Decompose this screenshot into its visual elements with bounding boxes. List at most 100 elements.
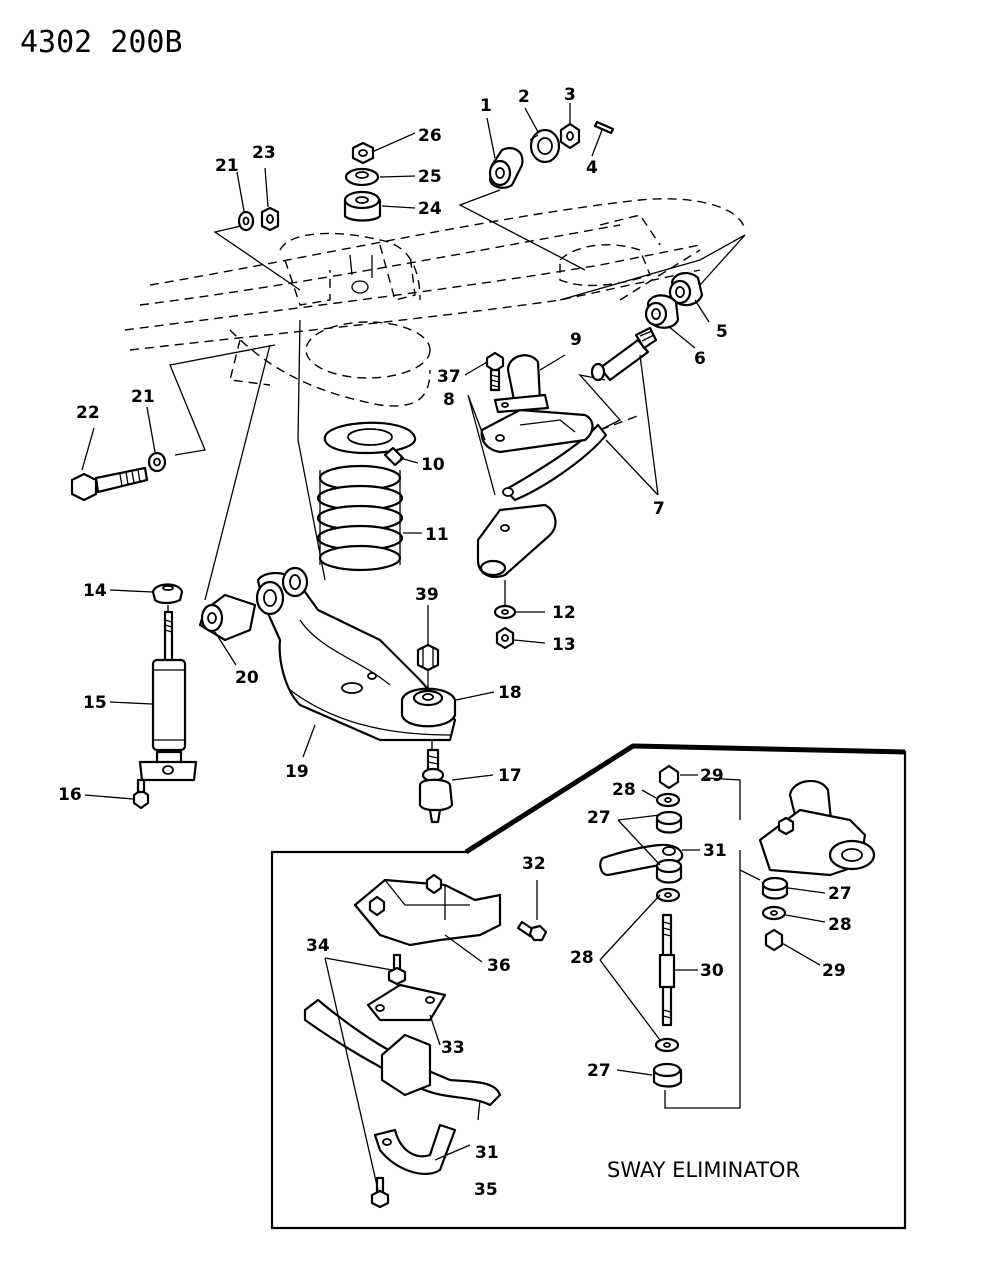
part-34-bolt-lower [370, 1176, 390, 1209]
callout-2: 2 [518, 87, 530, 107]
callout-11: 11 [425, 525, 449, 545]
callout-18: 18 [498, 683, 522, 703]
callout-labels: 1 2 3 4 5 6 7 8 9 10 11 12 13 14 15 16 1… [58, 85, 852, 1200]
part-17-ball-joint [418, 748, 454, 824]
callout-32: 32 [522, 854, 546, 874]
part-14-grommet [151, 583, 184, 605]
part-4-pin [593, 120, 615, 135]
part-21-washer-top [237, 210, 255, 232]
callout-31-bar: 31 [475, 1143, 499, 1163]
callout-36: 36 [487, 956, 511, 976]
inset-caption: SWAY ELIMINATOR [607, 1158, 800, 1182]
callout-39: 39 [415, 585, 439, 605]
part-24-bushing [343, 190, 382, 222]
part-34-bolt-upper [387, 953, 407, 986]
part-15-shock-absorber [138, 610, 198, 782]
callout-22: 22 [76, 403, 100, 423]
callout-15: 15 [83, 693, 107, 713]
part-32-bolt [516, 920, 548, 942]
callout-19: 19 [285, 762, 309, 782]
part-28-washer-low [654, 1037, 680, 1053]
part-21-washer-bolt [147, 451, 167, 473]
callout-6: 6 [694, 349, 706, 369]
top-leader-lines [81, 103, 710, 800]
callout-35: 35 [474, 1180, 498, 1200]
callout-26: 26 [418, 126, 442, 146]
part-11-coil-spring [316, 464, 404, 572]
callout-33: 33 [441, 1038, 465, 1058]
part-8-bracket-lower [476, 503, 557, 578]
part-28-washer-top [655, 792, 681, 808]
callout-29-right: 29 [822, 961, 846, 981]
callout-13: 13 [552, 635, 576, 655]
part-27-bushing-right [761, 876, 789, 900]
callout-30: 30 [700, 961, 724, 981]
callout-34: 34 [306, 936, 330, 956]
callout-9: 9 [570, 330, 582, 350]
callout-37: 37 [437, 367, 461, 387]
part-13-nut [495, 626, 515, 650]
callout-17: 17 [498, 766, 522, 786]
part-31-sway-bar [303, 998, 502, 1107]
callout-28-top: 28 [612, 780, 636, 800]
callout-3: 3 [564, 85, 576, 105]
part-23-nut [260, 206, 280, 232]
part-20-bushing [198, 593, 257, 642]
callout-28-left: 28 [570, 948, 594, 968]
inset-control-arm-mount [758, 779, 876, 877]
part-31-sway-bar-end [599, 843, 684, 877]
part-9-clamp [493, 354, 550, 414]
part-33-plate [366, 983, 447, 1022]
part-35-clamp [373, 1123, 457, 1175]
callout-25: 25 [418, 167, 442, 187]
part-5-bushing [668, 272, 704, 307]
diagram-code: 4302 200B [20, 25, 183, 60]
callout-31-link: 31 [703, 841, 727, 861]
callout-29-top: 29 [700, 766, 724, 786]
callout-4: 4 [586, 158, 598, 178]
callout-23: 23 [252, 143, 276, 163]
part-27-bushing-mid [655, 858, 683, 884]
callout-8: 8 [443, 390, 455, 410]
callout-1: 1 [480, 96, 492, 116]
callout-27-low: 27 [587, 1061, 611, 1081]
part-36-bracket [353, 873, 502, 947]
part-37-bolt [485, 351, 505, 392]
inset-leader-lines [324, 774, 826, 1191]
part-27-bushing-low [652, 1062, 683, 1088]
part-16-bolt [132, 778, 150, 810]
part-29-nut-right [764, 928, 784, 952]
part-1-bushing [488, 147, 524, 189]
callout-14: 14 [83, 581, 107, 601]
callout-7: 7 [653, 499, 665, 519]
part-18-ball-joint [400, 687, 457, 728]
part-25-washer [344, 167, 380, 187]
callout-10: 10 [421, 455, 445, 475]
callout-27-top: 27 [587, 808, 611, 828]
callout-5: 5 [716, 322, 728, 342]
part-27-bushing-top [655, 810, 683, 834]
callout-27-right: 27 [828, 884, 852, 904]
frame-crossmember-outline [124, 198, 746, 407]
callout-24: 24 [418, 199, 442, 219]
part-29-nut-top [658, 764, 680, 790]
part-26-nut [351, 141, 375, 165]
callout-21-top: 21 [215, 156, 239, 176]
callout-12: 12 [552, 603, 576, 623]
part-28-washer-mid [655, 887, 681, 903]
callout-16: 16 [58, 785, 82, 805]
part-3-nut [559, 122, 581, 150]
callout-28-right: 28 [828, 915, 852, 935]
part-22-bolt [70, 466, 149, 502]
part-30-link-bolt [658, 913, 676, 1027]
part-2-washer [529, 128, 561, 164]
part-6-bushing [644, 294, 680, 329]
part-28-washer-right [761, 905, 787, 921]
part-7-strut-rod [502, 326, 658, 502]
callout-20: 20 [235, 668, 259, 688]
part-10-spring-insulator [323, 421, 417, 467]
part-12-washer [493, 604, 517, 620]
part-8-bracket-upper [480, 408, 594, 454]
callout-21-bolt: 21 [131, 387, 155, 407]
